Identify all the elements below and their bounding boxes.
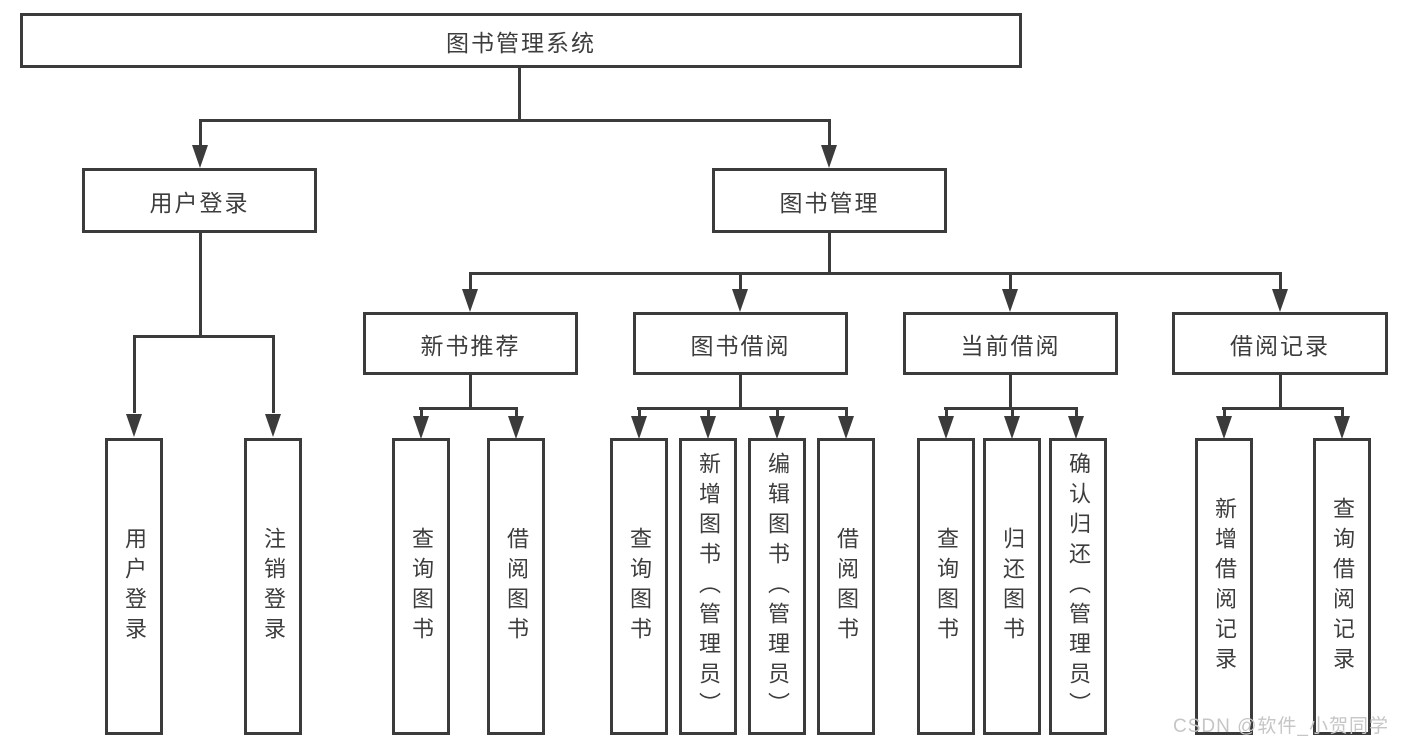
leaf-records-add-record: 新增借阅记录 <box>1195 438 1253 735</box>
leaf-borrow-borrow-books: 借阅图书 <box>817 438 875 735</box>
connector-book-mgmt-stem <box>828 233 831 275</box>
leaf-user-login: 用户登录 <box>105 438 163 735</box>
leaf-logout: 注销登录 <box>244 438 302 735</box>
leaf-current-return-books-label: 归还图书 <box>1000 526 1025 647</box>
connector-shaft <box>1011 407 1014 419</box>
connector-shaft <box>1009 272 1012 292</box>
leaf-records-add-record-label: 新增借阅记录 <box>1212 496 1237 677</box>
watermark: CSDN @软件_小贺同学 <box>1173 716 1389 737</box>
leaf-logout-label: 注销登录 <box>261 526 286 647</box>
connector-shaft <box>469 272 472 292</box>
connector-user-login-bar <box>133 335 275 338</box>
node-module-records-label: 借阅记录 <box>1230 332 1330 359</box>
leaf-recommend-borrow-books: 借阅图书 <box>487 438 545 735</box>
connector-shaft <box>845 407 848 419</box>
connector-user-login-stem <box>199 233 202 337</box>
node-module-records: 借阅记录 <box>1172 312 1388 375</box>
node-user-login: 用户登录 <box>82 168 317 233</box>
connector-shaft <box>420 407 423 419</box>
node-book-mgmt-label: 图书管理 <box>779 189 880 216</box>
connector-recommend-bar <box>419 407 518 410</box>
leaf-user-login-label: 用户登录 <box>122 526 147 647</box>
leaf-records-query-record-label: 查询借阅记录 <box>1330 496 1355 677</box>
connector-shaft <box>1075 407 1078 419</box>
arrowhead-icon <box>1068 416 1084 439</box>
connector-recommend-stem <box>469 375 472 409</box>
connector-shaft <box>739 272 742 292</box>
leaf-borrow-edit-books-admin: 编辑图书（管理员） <box>748 438 806 735</box>
leaf-current-query-books: 查询图书 <box>917 438 975 735</box>
connector-shaft <box>515 407 518 419</box>
connector-shaft <box>828 119 831 148</box>
arrowhead-icon <box>1334 416 1350 439</box>
leaf-current-return-books: 归还图书 <box>983 438 1041 735</box>
arrowhead-icon <box>265 414 281 437</box>
arrowhead-icon <box>192 145 208 168</box>
connector-shaft <box>638 407 641 419</box>
arrowhead-icon <box>1002 289 1018 312</box>
connector-shaft <box>707 407 710 419</box>
connector-root-stem <box>518 65 521 122</box>
connector-shaft <box>1279 272 1282 292</box>
leaf-borrow-add-books-admin-label: 新增图书（管理员） <box>696 451 721 722</box>
connector-shaft <box>199 119 202 148</box>
arrowhead-icon <box>938 416 954 439</box>
connector-shaft <box>776 407 779 419</box>
connector-book-mgmt-bar <box>469 272 1282 275</box>
connector-records-bar <box>1222 407 1344 410</box>
leaf-current-query-books-label: 查询图书 <box>934 526 959 647</box>
arrowhead-icon <box>462 289 478 312</box>
connector-shaft <box>133 335 136 413</box>
node-module-borrow-label: 图书借阅 <box>690 332 791 359</box>
leaf-borrow-query-books-label: 查询图书 <box>627 526 652 647</box>
leaf-borrow-query-books: 查询图书 <box>610 438 668 735</box>
arrowhead-icon <box>413 416 429 439</box>
node-user-login-label: 用户登录 <box>149 189 250 216</box>
node-module-current-label: 当前借阅 <box>960 332 1061 359</box>
connector-root-bar <box>199 119 831 122</box>
leaf-current-confirm-return-admin-label: 确认归还（管理员） <box>1066 451 1091 722</box>
connector-shaft <box>945 407 948 419</box>
arrowhead-icon <box>508 416 524 439</box>
leaf-recommend-borrow-books-label: 借阅图书 <box>504 526 529 647</box>
node-root: 图书管理系统 <box>20 13 1022 68</box>
node-module-borrow: 图书借阅 <box>633 312 848 375</box>
node-module-recommend: 新书推荐 <box>363 312 578 375</box>
arrowhead-icon <box>126 414 142 437</box>
node-module-current: 当前借阅 <box>903 312 1118 375</box>
leaf-current-confirm-return-admin: 确认归还（管理员） <box>1049 438 1107 735</box>
leaf-recommend-query-books-label: 查询图书 <box>409 526 434 647</box>
connector-shaft <box>1223 407 1226 419</box>
arrowhead-icon <box>838 416 854 439</box>
leaf-recommend-query-books: 查询图书 <box>392 438 450 735</box>
arrowhead-icon <box>700 416 716 439</box>
connector-borrow-bar <box>637 407 848 410</box>
connector-shaft <box>272 335 275 413</box>
arrowhead-icon <box>631 416 647 439</box>
connector-shaft <box>1341 407 1344 419</box>
leaf-borrow-borrow-books-label: 借阅图书 <box>834 526 859 647</box>
arrowhead-icon <box>1216 416 1232 439</box>
node-book-mgmt: 图书管理 <box>712 168 947 233</box>
arrowhead-icon <box>769 416 785 439</box>
arrowhead-icon <box>1272 289 1288 312</box>
leaf-records-query-record: 查询借阅记录 <box>1313 438 1371 735</box>
connector-borrow-stem <box>739 375 742 409</box>
node-root-label: 图书管理系统 <box>446 29 596 56</box>
node-module-recommend-label: 新书推荐 <box>420 332 521 359</box>
arrowhead-icon <box>821 145 837 168</box>
connector-records-stem <box>1279 375 1282 409</box>
arrowhead-icon <box>1004 416 1020 439</box>
connector-current-stem <box>1009 375 1012 409</box>
leaf-borrow-edit-books-admin-label: 编辑图书（管理员） <box>765 451 790 722</box>
arrowhead-icon <box>732 289 748 312</box>
leaf-borrow-add-books-admin: 新增图书（管理员） <box>679 438 737 735</box>
